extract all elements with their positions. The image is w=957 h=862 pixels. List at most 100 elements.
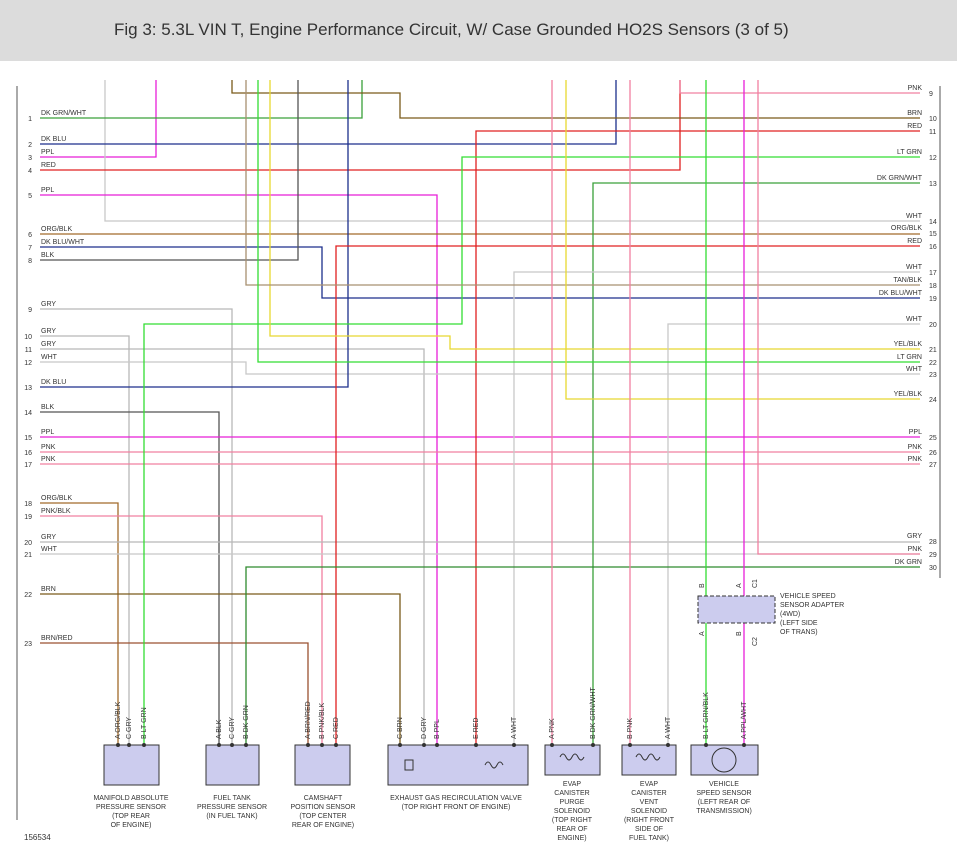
- component-pin-label: B DK GRN: [243, 705, 250, 739]
- component-label-line: MANIFOLD ABSOLUTE: [93, 795, 168, 802]
- component-label-line: SIDE OF: [635, 826, 663, 833]
- right-pin-number: 23: [929, 372, 937, 379]
- right-pin-number: 27: [929, 462, 937, 469]
- right-pin-color: ORG/BLK: [891, 225, 922, 232]
- component-pin-label: A WHT: [511, 716, 518, 739]
- wire-right-29: [757, 80, 920, 555]
- component-label-line: (LEFT REAR OF: [698, 799, 750, 806]
- vent-coil-icon: [635, 753, 661, 761]
- right-pin-color: RED: [907, 238, 922, 245]
- adapter-top-pin: C1: [752, 579, 759, 588]
- left-pin-number: 10: [24, 334, 32, 341]
- wire-right-14: [104, 80, 920, 222]
- wire-right-9: [679, 80, 920, 94]
- left-pin-number: 4: [28, 168, 32, 175]
- component-label-line: CANISTER: [631, 790, 666, 797]
- left-pin-number: 1: [28, 116, 32, 123]
- pin-terminal: [550, 743, 554, 747]
- right-pin-color: WHT: [906, 264, 923, 271]
- pin-terminal: [422, 743, 426, 747]
- left-pin-number: 3: [28, 155, 32, 162]
- wire-left-7: [40, 246, 920, 299]
- left-pin-number: 23: [24, 641, 32, 648]
- component-label-line: TRANSMISSION): [696, 808, 752, 815]
- component-pin-label: A BRN/RED: [305, 701, 312, 739]
- wire-egr-brn: [40, 593, 401, 745]
- left-pin-color: BLK: [41, 252, 55, 259]
- left-pin-number: 12: [24, 360, 32, 367]
- adapter-label-line: (4WD): [780, 611, 800, 618]
- component-label-line: FUEL TANK): [629, 835, 669, 842]
- component-pin-label: A WHT: [665, 716, 672, 739]
- left-pin-number: 18: [24, 501, 32, 508]
- pin-terminal: [306, 743, 310, 747]
- component-pin-label: B PPL: [434, 719, 441, 739]
- component-pin-label: B LT GRN/BLK: [703, 692, 710, 739]
- right-pin-number: 17: [929, 270, 937, 277]
- left-pin-color: PNK: [41, 444, 56, 451]
- component-body: [621, 744, 677, 776]
- component-label-line: PURGE: [560, 799, 585, 806]
- wire-right-22: [257, 80, 920, 363]
- right-pin-number: 12: [929, 155, 937, 162]
- left-pin-number: 8: [28, 258, 32, 265]
- right-pin-color: TAN/BLK: [893, 277, 922, 284]
- pin-terminal: [217, 743, 221, 747]
- wire-right-24: [565, 80, 920, 400]
- adapter-bottom-pin: A: [699, 631, 706, 636]
- component-label: EXHAUST GAS RECIRCULATION VALVE (TOP RIGH…: [390, 795, 522, 811]
- wire-right-10: [231, 80, 920, 119]
- right-pin-number: 20: [929, 322, 937, 329]
- right-pin-number: 18: [929, 283, 937, 290]
- wire-egr-gry: [40, 348, 425, 745]
- component-label-line: SOLENOID: [631, 808, 667, 815]
- right-pin-number: 10: [929, 116, 937, 123]
- component-label-line: VENT: [640, 799, 659, 806]
- left-pin-color: GRY: [41, 301, 56, 308]
- component-label-line: (TOP RIGHT: [552, 817, 593, 824]
- left-pin-color: BLK: [41, 404, 55, 411]
- component-pin-label: A PPL/WHT: [741, 701, 748, 739]
- right-pin-color: RED: [907, 123, 922, 130]
- wire-cmp-pnk: [40, 515, 323, 745]
- right-pin-number: 28: [929, 539, 937, 546]
- component-pin-label: D GRY: [421, 717, 428, 739]
- component-label-line: EXHAUST GAS RECIRCULATION VALVE: [390, 795, 522, 802]
- component-label-line: (TOP RIGHT FRONT OF ENGINE): [402, 804, 511, 811]
- purge-coil-icon: [559, 753, 585, 761]
- right-pin-number: 26: [929, 450, 937, 457]
- left-pin-number: 17: [24, 462, 32, 469]
- component-body: [205, 744, 260, 786]
- wire-left-4: [40, 80, 681, 171]
- component-label-line: ENGINE): [557, 835, 586, 842]
- component-pin-label: E RED: [473, 718, 480, 739]
- right-pin-color: GRY: [907, 533, 922, 540]
- right-pin-color: WHT: [906, 366, 923, 373]
- figure-title: Fig 3: 5.3L VIN T, Engine Performance Ci…: [114, 20, 789, 39]
- right-pin-color: DK BLU/WHT: [879, 290, 923, 297]
- right-pin-color: DK GRN/WHT: [877, 175, 923, 182]
- wire-map-ltgrn: [143, 156, 920, 745]
- left-pin-color: PNK: [41, 456, 56, 463]
- left-pin-color: GRY: [41, 534, 56, 541]
- right-pin-color: PNK: [908, 85, 923, 92]
- component-label-line: FUEL TANK: [213, 795, 251, 802]
- component-pin-label: A BLK: [216, 719, 223, 739]
- wire-right-21: [269, 80, 920, 350]
- wire-left-8: [40, 80, 299, 261]
- left-pin-number: 21: [24, 552, 32, 559]
- left-pin-color: RED: [41, 162, 56, 169]
- left-pin-color: WHT: [41, 546, 58, 553]
- right-pin-number: 19: [929, 296, 937, 303]
- left-pin-color: DK GRN/WHT: [41, 110, 87, 117]
- left-pin-color: GRY: [41, 328, 56, 335]
